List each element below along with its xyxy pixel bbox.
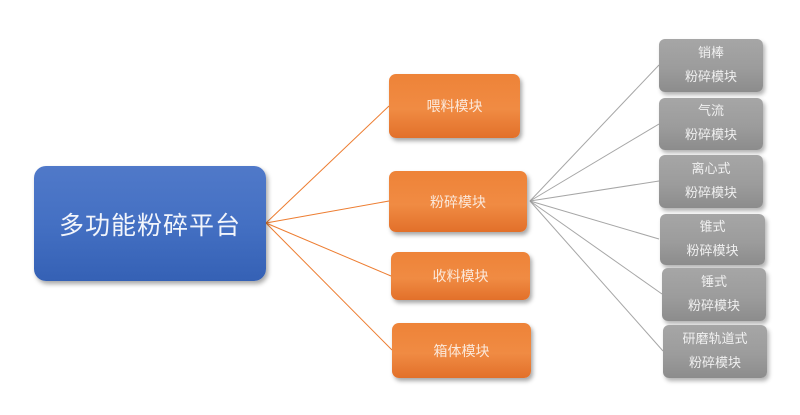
type-line1: 气流 xyxy=(697,104,724,119)
module-label: 粉碎模块 xyxy=(430,194,486,211)
root-label: 多功能粉碎平台 xyxy=(58,210,241,240)
module-collecting: 收料模块 xyxy=(391,252,530,300)
type-line1: 销棒 xyxy=(697,45,724,61)
type-line1: 锥式 xyxy=(699,219,726,235)
connector-root-collecting xyxy=(265,222,392,277)
module-label: 收料模块 xyxy=(432,269,489,285)
module-crushing: 粉碎模块 xyxy=(389,171,527,232)
connector-hammer xyxy=(529,200,663,295)
type-airflow-crushing: 气流 粉碎模块 xyxy=(659,98,763,150)
connector-root-feeding xyxy=(265,105,390,224)
connector-root-housing xyxy=(265,222,393,351)
module-label: 喂料模块 xyxy=(426,99,483,115)
connector-centrifugal xyxy=(529,180,660,202)
type-line1: 研磨轨道式 xyxy=(682,331,748,347)
type-cone-crushing: 锥式 粉碎模块 xyxy=(660,214,765,265)
module-label: 箱体模块 xyxy=(433,343,490,360)
connector-airflow xyxy=(529,123,660,202)
type-line2: 粉碎模块 xyxy=(686,243,739,259)
connector-root-crushing xyxy=(265,200,390,224)
type-grinding-track-crushing: 研磨轨道式 粉碎模块 xyxy=(663,325,767,378)
connector-pin xyxy=(529,64,660,202)
type-centrifugal-crushing: 离心式 粉碎模块 xyxy=(659,155,763,208)
connector-cone xyxy=(529,200,660,240)
type-line2: 粉碎模块 xyxy=(688,355,741,371)
module-feeding: 喂料模块 xyxy=(389,74,520,138)
connector-grinding-track xyxy=(529,200,664,352)
type-line2: 粉碎模块 xyxy=(684,185,737,201)
module-housing: 箱体模块 xyxy=(392,323,531,378)
type-line1: 锤式 xyxy=(700,274,727,290)
type-line2: 粉碎模块 xyxy=(684,128,737,143)
type-line2: 粉碎模块 xyxy=(687,298,740,314)
type-line2: 粉碎模块 xyxy=(684,69,737,85)
type-pin-crushing: 销棒 粉碎模块 xyxy=(659,39,763,92)
root-node: 多功能粉碎平台 xyxy=(34,166,266,281)
type-line1: 离心式 xyxy=(691,161,731,177)
type-hammer-crushing: 锤式 粉碎模块 xyxy=(662,268,766,321)
